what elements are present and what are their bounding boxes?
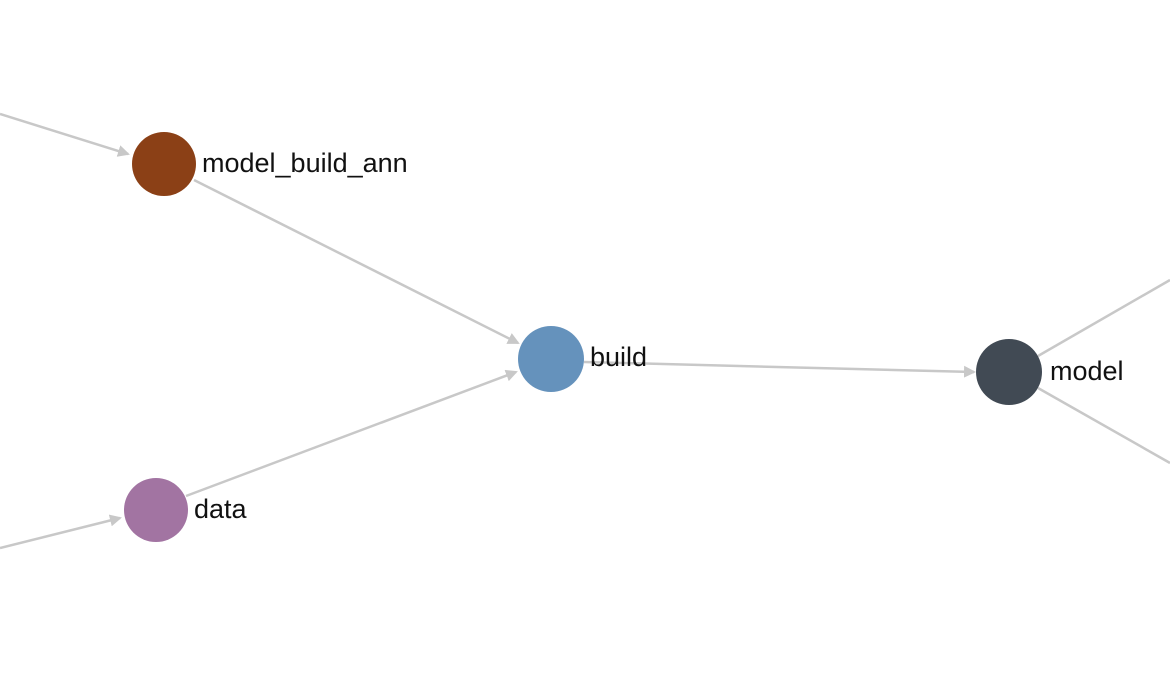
edge-model-to-offscreen-bottom xyxy=(1037,386,1170,465)
node-data-circle[interactable] xyxy=(124,478,188,542)
node-model[interactable]: model xyxy=(976,339,1124,405)
edge-build-to-model xyxy=(583,360,976,378)
node-data-label: data xyxy=(194,494,248,524)
node-model-build-ann-label: model_build_ann xyxy=(202,148,408,178)
edge-offscreen-to-data xyxy=(0,514,122,550)
edges-layer xyxy=(0,112,1170,550)
node-build-circle[interactable] xyxy=(518,326,584,392)
edge-model-to-offscreen-top xyxy=(1037,278,1170,358)
edge-offscreen-to-model-build-ann xyxy=(0,112,130,157)
node-model-circle[interactable] xyxy=(976,339,1042,405)
node-model-build-ann-circle[interactable] xyxy=(132,132,196,196)
nodes-layer: model_build_ann build data model xyxy=(124,132,1124,542)
edge-model-build-ann-to-build xyxy=(193,178,520,345)
node-model-build-ann[interactable]: model_build_ann xyxy=(132,132,408,196)
node-model-label: model xyxy=(1050,356,1124,386)
node-build[interactable]: build xyxy=(518,326,647,392)
node-build-label: build xyxy=(590,342,647,372)
edge-data-to-build xyxy=(185,369,518,498)
node-data[interactable]: data xyxy=(124,478,248,542)
